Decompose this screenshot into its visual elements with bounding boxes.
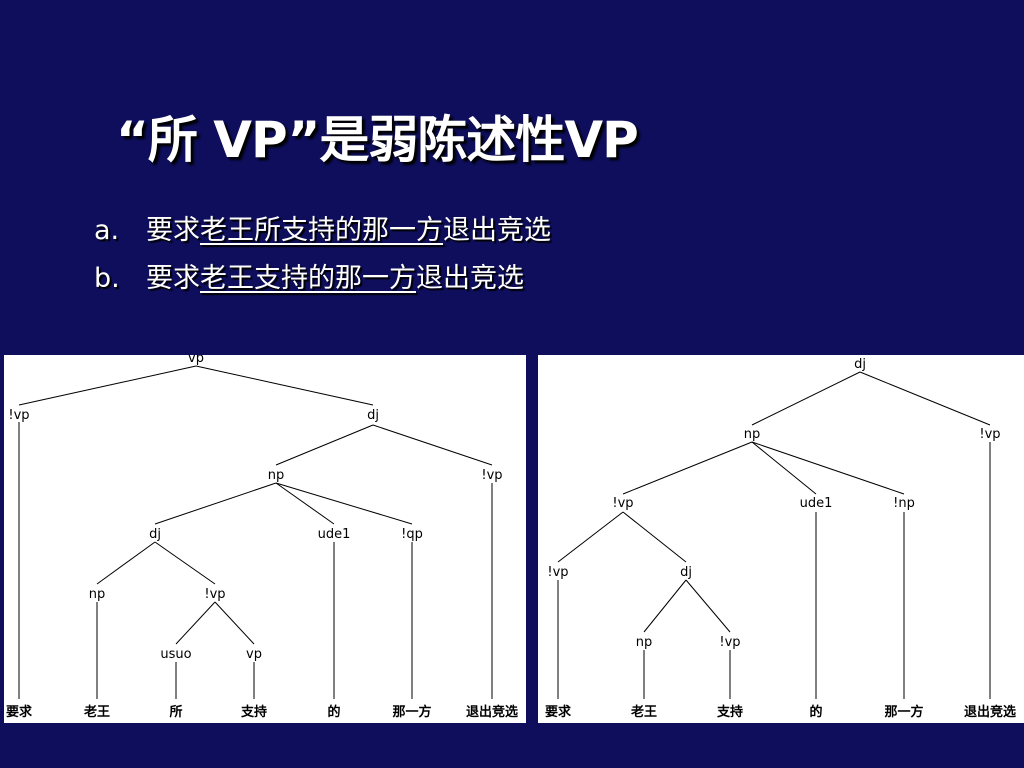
tree-node-label: !qp	[401, 527, 423, 542]
tree-edge	[18, 365, 197, 406]
tree-leaf-word: 支持	[716, 704, 743, 720]
bullet-a: a. 要求老王所支持的那一方退出竞选	[94, 208, 551, 247]
parse-tree-a: vp !vp dj np !vp dj ude1 !qp np !vp usuo…	[6, 355, 518, 720]
tree-edge	[195, 365, 374, 406]
tree-edge	[643, 579, 687, 633]
tree-leaf-word: 那一方	[392, 704, 431, 720]
tree-edge	[154, 482, 277, 525]
tree-node-label: !vp	[8, 408, 29, 423]
tree-node-label: np	[89, 587, 106, 602]
tree-edge	[275, 424, 374, 466]
tree-edge	[214, 601, 255, 645]
tree-edge	[685, 579, 731, 633]
tree-edge	[175, 601, 216, 645]
bullet-marker: b.	[94, 263, 120, 294]
parse-tree-b-panel: dj np !vp !vp ude1 !np !vp dj np !vp 要求 …	[538, 355, 1024, 723]
parse-tree-b: dj np !vp !vp ude1 !np !vp dj np !vp 要求 …	[545, 357, 1016, 720]
tree-edge	[96, 541, 156, 585]
tree-leaf-word: 老王	[630, 704, 657, 720]
tree-node-label: !vp	[979, 427, 1000, 442]
tree-leaf-word: 支持	[240, 704, 267, 720]
tree-node-label: usuo	[160, 647, 191, 662]
tree-node-label: !vp	[547, 565, 568, 580]
bullet-marker: a.	[94, 215, 120, 246]
bullet-post-text: 退出竞选	[416, 263, 524, 294]
tree-edge	[751, 441, 817, 495]
slide-title: “所 VP”是弱陈述性VP	[116, 111, 639, 169]
bullet-underlined-phrase: 老王所支持的那一方	[200, 215, 443, 246]
tree-node-label: np	[744, 427, 761, 442]
tree-edge	[275, 482, 413, 525]
tree-node-label: dj	[149, 527, 161, 542]
tree-leaf-word: 的	[327, 704, 340, 720]
tree-leaf-word: 那一方	[884, 704, 923, 720]
tree-node-label: dj	[367, 408, 379, 423]
tree-edge	[557, 511, 624, 563]
tree-node-label: !vp	[204, 587, 225, 602]
tree-edge	[751, 371, 861, 426]
tree-leaf-word: 退出竞选	[964, 704, 1016, 720]
bullet-pre-text: 要求	[146, 263, 200, 294]
tree-node-label: np	[268, 468, 285, 483]
tree-node-label: vp	[188, 355, 204, 366]
tree-edge	[275, 482, 335, 525]
tree-node-label: ude1	[800, 496, 833, 511]
tree-edge	[622, 441, 753, 495]
tree-edge	[154, 541, 216, 585]
tree-node-label: !vp	[719, 635, 740, 650]
tree-leaf-word: 老王	[83, 704, 110, 720]
tree-node-label: !vp	[481, 468, 502, 483]
tree-leaf-word: 要求	[6, 704, 33, 720]
tree-node-label: vp	[246, 647, 262, 662]
bullet-pre-text: 要求	[146, 215, 200, 246]
tree-edge	[751, 441, 905, 495]
bullet-underlined-phrase: 老王支持的那一方	[200, 263, 416, 294]
tree-edge	[859, 371, 991, 426]
bullet-post-text: 退出竞选	[443, 215, 551, 246]
tree-leaf-word: 所	[169, 704, 182, 720]
tree-edge	[622, 511, 687, 563]
tree-leaf-word: 的	[809, 704, 822, 720]
tree-edge	[372, 424, 493, 466]
tree-node-label: ude1	[318, 527, 351, 542]
tree-leaf-word: 退出竞选	[466, 704, 518, 720]
tree-node-label: np	[636, 635, 653, 650]
tree-node-label: dj	[680, 565, 692, 580]
tree-node-label: dj	[854, 357, 866, 372]
tree-node-label: !vp	[612, 496, 633, 511]
bullet-b: b. 要求老王支持的那一方退出竞选	[94, 256, 524, 295]
parse-tree-a-panel: vp !vp dj np !vp dj ude1 !qp np !vp usuo…	[4, 355, 526, 723]
tree-leaf-word: 要求	[545, 704, 572, 720]
tree-node-label: !np	[893, 496, 915, 511]
